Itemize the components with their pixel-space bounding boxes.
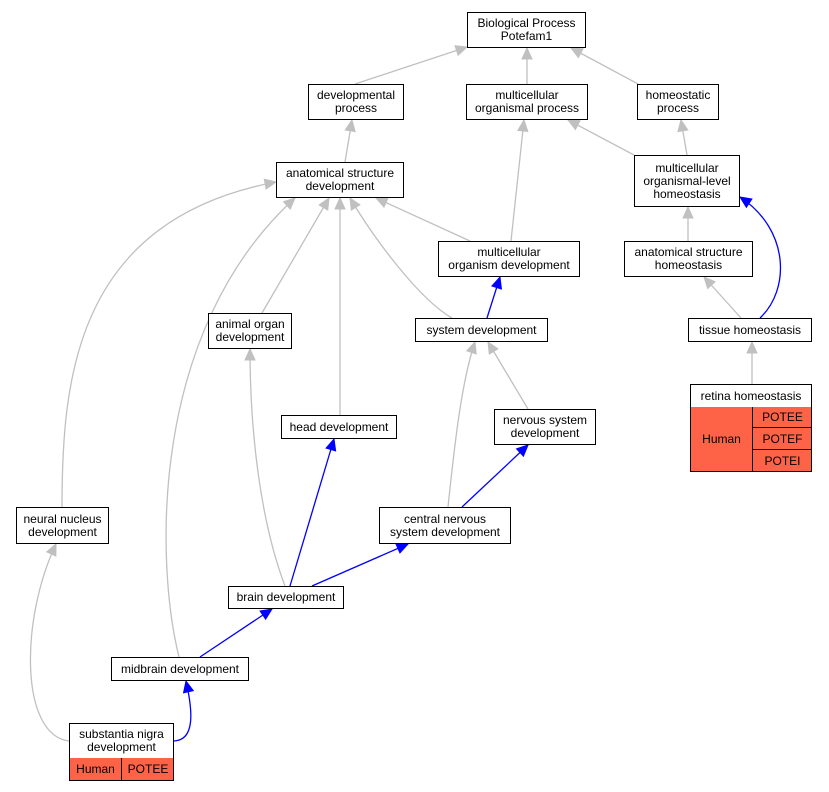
arrowhead-neural_nuc-to-anat_dev [263, 178, 278, 190]
arrowhead-homeo_proc-to-bp [569, 47, 584, 59]
arrowhead-sn_dev-to-neural_nuc [45, 542, 57, 557]
arrowhead-midbrain_dev-to-brain_dev [259, 608, 274, 621]
edge-dev_proc-to-bp [354, 46, 468, 85]
arrowhead-sys_dev-to-anat_dev [349, 196, 361, 211]
node-anatomical-structure-development[interactable]: anatomical structure development [276, 162, 404, 198]
arrowhead-cns_dev-to-sys_dev [465, 340, 477, 355]
node-brain-development[interactable]: brain development [228, 586, 344, 609]
edge-sys_dev-to-anat_dev [349, 197, 453, 319]
arrowhead-head_dev-to-anat_dev [334, 196, 346, 210]
edge-sn_dev-to-neural_nuc [29, 543, 70, 742]
arrowhead-animal_organ-to-anat_dev [318, 196, 330, 211]
arrowhead-anat_homeo-to-mc_homeo [682, 205, 694, 219]
gene-cell-potef[interactable]: POTEF [753, 428, 812, 450]
substantia-annotation-table: Human POTEE [69, 758, 174, 781]
node-label: midbrain development [120, 661, 240, 676]
node-label: neural nucleus development [23, 511, 102, 539]
edge-brain_dev-to-animal_organ [249, 348, 286, 587]
node-multicellular-organismal-process[interactable]: multicellular organismal process [466, 84, 588, 120]
edge-tissue_homeo-to-mc_homeo [739, 196, 782, 319]
species-cell: Human [691, 407, 753, 471]
node-head-development[interactable]: head development [281, 415, 397, 439]
node-label: multicellular organismal process [474, 88, 580, 115]
edge-animal_organ-to-anat_dev [261, 197, 330, 314]
node-label: brain development [236, 590, 336, 604]
species-label: Human [702, 432, 741, 446]
edge-mc_org_dev-to-mc_org_proc [510, 119, 525, 242]
retina-annotation-table: Human POTEE POTEF POTEI [690, 407, 812, 472]
gene-cell-potee[interactable]: POTEE [122, 758, 174, 780]
arrowhead-brain_dev-to-cns_dev [395, 543, 410, 554]
arrowhead-anat_dev-to-dev_proc [344, 118, 356, 133]
edge-mc_homeo-to-mc_org_proc [567, 119, 635, 156]
node-system-development[interactable]: system development [415, 318, 548, 342]
edge-brain_dev-to-head_dev [289, 438, 335, 587]
node-label: multicellular organismal-level homeostas… [643, 160, 731, 201]
arrowhead-brain_dev-to-head_dev [325, 437, 337, 452]
node-substantia-nigra-development[interactable]: substantia nigra development [69, 723, 174, 759]
edge-homeo_proc-to-bp [570, 47, 639, 85]
edge-cns_dev-to-nerv_sys_dev [461, 444, 529, 508]
node-label: head development [289, 419, 389, 434]
node-label: anatomical structure homeostasis [634, 245, 743, 272]
arrowhead-tissue_homeo-to-anat_homeo [703, 276, 716, 290]
node-biological-process[interactable]: Biological Process Potefam1 [467, 12, 586, 48]
arrowhead-mc_org_dev-to-anat_dev [374, 197, 389, 209]
node-nervous-system-development[interactable]: nervous system development [494, 409, 596, 445]
node-label: anatomical structure development [285, 166, 395, 193]
edge-midbrain_dev-to-anat_dev [165, 197, 296, 658]
edge-brain_dev-to-cns_dev [311, 543, 409, 587]
arrowhead-retina_homeo-to-tissue_homeo [746, 340, 758, 354]
node-label: central nervous system development [389, 511, 501, 539]
node-label: Biological Process Potefam1 [477, 16, 576, 43]
arrowhead-sn_dev-to-midbrain_dev [182, 679, 195, 694]
arrowhead-cns_dev-to-nerv_sys_dev [515, 444, 529, 458]
node-label: animal organ development [215, 317, 285, 344]
arrowhead-mc_homeo-to-homeo_proc [677, 118, 689, 133]
arrowhead-mc_org_dev-to-mc_org_proc [517, 118, 529, 133]
arrowhead-brain_dev-to-animal_organ [244, 347, 256, 361]
edge-nerv_sys_dev-to-sys_dev [487, 341, 529, 410]
species-label: Human [76, 762, 115, 776]
edge-mc_org_dev-to-anat_dev [375, 197, 471, 242]
node-homeostatic-process[interactable]: homeostatic process [637, 84, 719, 120]
node-central-nervous-system-development[interactable]: central nervous system development [379, 507, 511, 544]
edge-cns_dev-to-sys_dev [447, 341, 476, 508]
node-retina-homeostasis[interactable]: retina homeostasis [690, 384, 812, 408]
arrowhead-nerv_sys_dev-to-sys_dev [487, 340, 499, 355]
node-tissue-homeostasis[interactable]: tissue homeostasis [688, 318, 812, 342]
node-label: retina homeostasis [700, 388, 802, 403]
edge-midbrain_dev-to-brain_dev [199, 608, 273, 658]
gene-cell-potee[interactable]: POTEE [753, 407, 812, 428]
node-label: developmental process [316, 88, 396, 115]
gene-label: POTEE [762, 410, 803, 424]
node-label: homeostatic process [645, 88, 711, 115]
node-multicellular-organismal-level-homeostasis[interactable]: multicellular organismal-level homeostas… [634, 155, 740, 207]
arrowhead-midbrain_dev-to-anat_dev [282, 197, 296, 211]
species-cell: Human [70, 758, 122, 780]
edge-neural_nuc-to-anat_dev [61, 181, 277, 508]
gene-cell-potei[interactable]: POTEI [753, 450, 812, 471]
node-label: multicellular organism development [448, 245, 570, 272]
node-multicellular-organism-development[interactable]: multicellular organism development [438, 241, 580, 277]
node-label: tissue homeostasis [698, 322, 802, 337]
node-label: system development [426, 322, 537, 337]
node-anatomical-structure-homeostasis[interactable]: anatomical structure homeostasis [624, 241, 753, 277]
arrowhead-tissue_homeo-to-mc_homeo [738, 196, 753, 209]
node-label: substantia nigra development [79, 727, 164, 754]
node-label: nervous system development [502, 413, 588, 440]
gene-label: POTEE [127, 762, 169, 776]
arrowhead-mc_org_proc-to-bp [521, 46, 533, 60]
arrowhead-dev_proc-to-bp [454, 45, 469, 57]
node-neural-nucleus-development[interactable]: neural nucleus development [16, 507, 109, 544]
node-midbrain-development[interactable]: midbrain development [111, 657, 249, 681]
gene-label: POTEF [762, 431, 803, 446]
gene-label: POTEI [764, 453, 801, 468]
node-animal-organ-development[interactable]: animal organ development [208, 313, 292, 349]
arrowhead-mc_homeo-to-mc_org_proc [566, 119, 581, 131]
node-developmental-process[interactable]: developmental process [308, 84, 404, 120]
arrowhead-sys_dev-to-mc_org_dev [491, 275, 503, 290]
